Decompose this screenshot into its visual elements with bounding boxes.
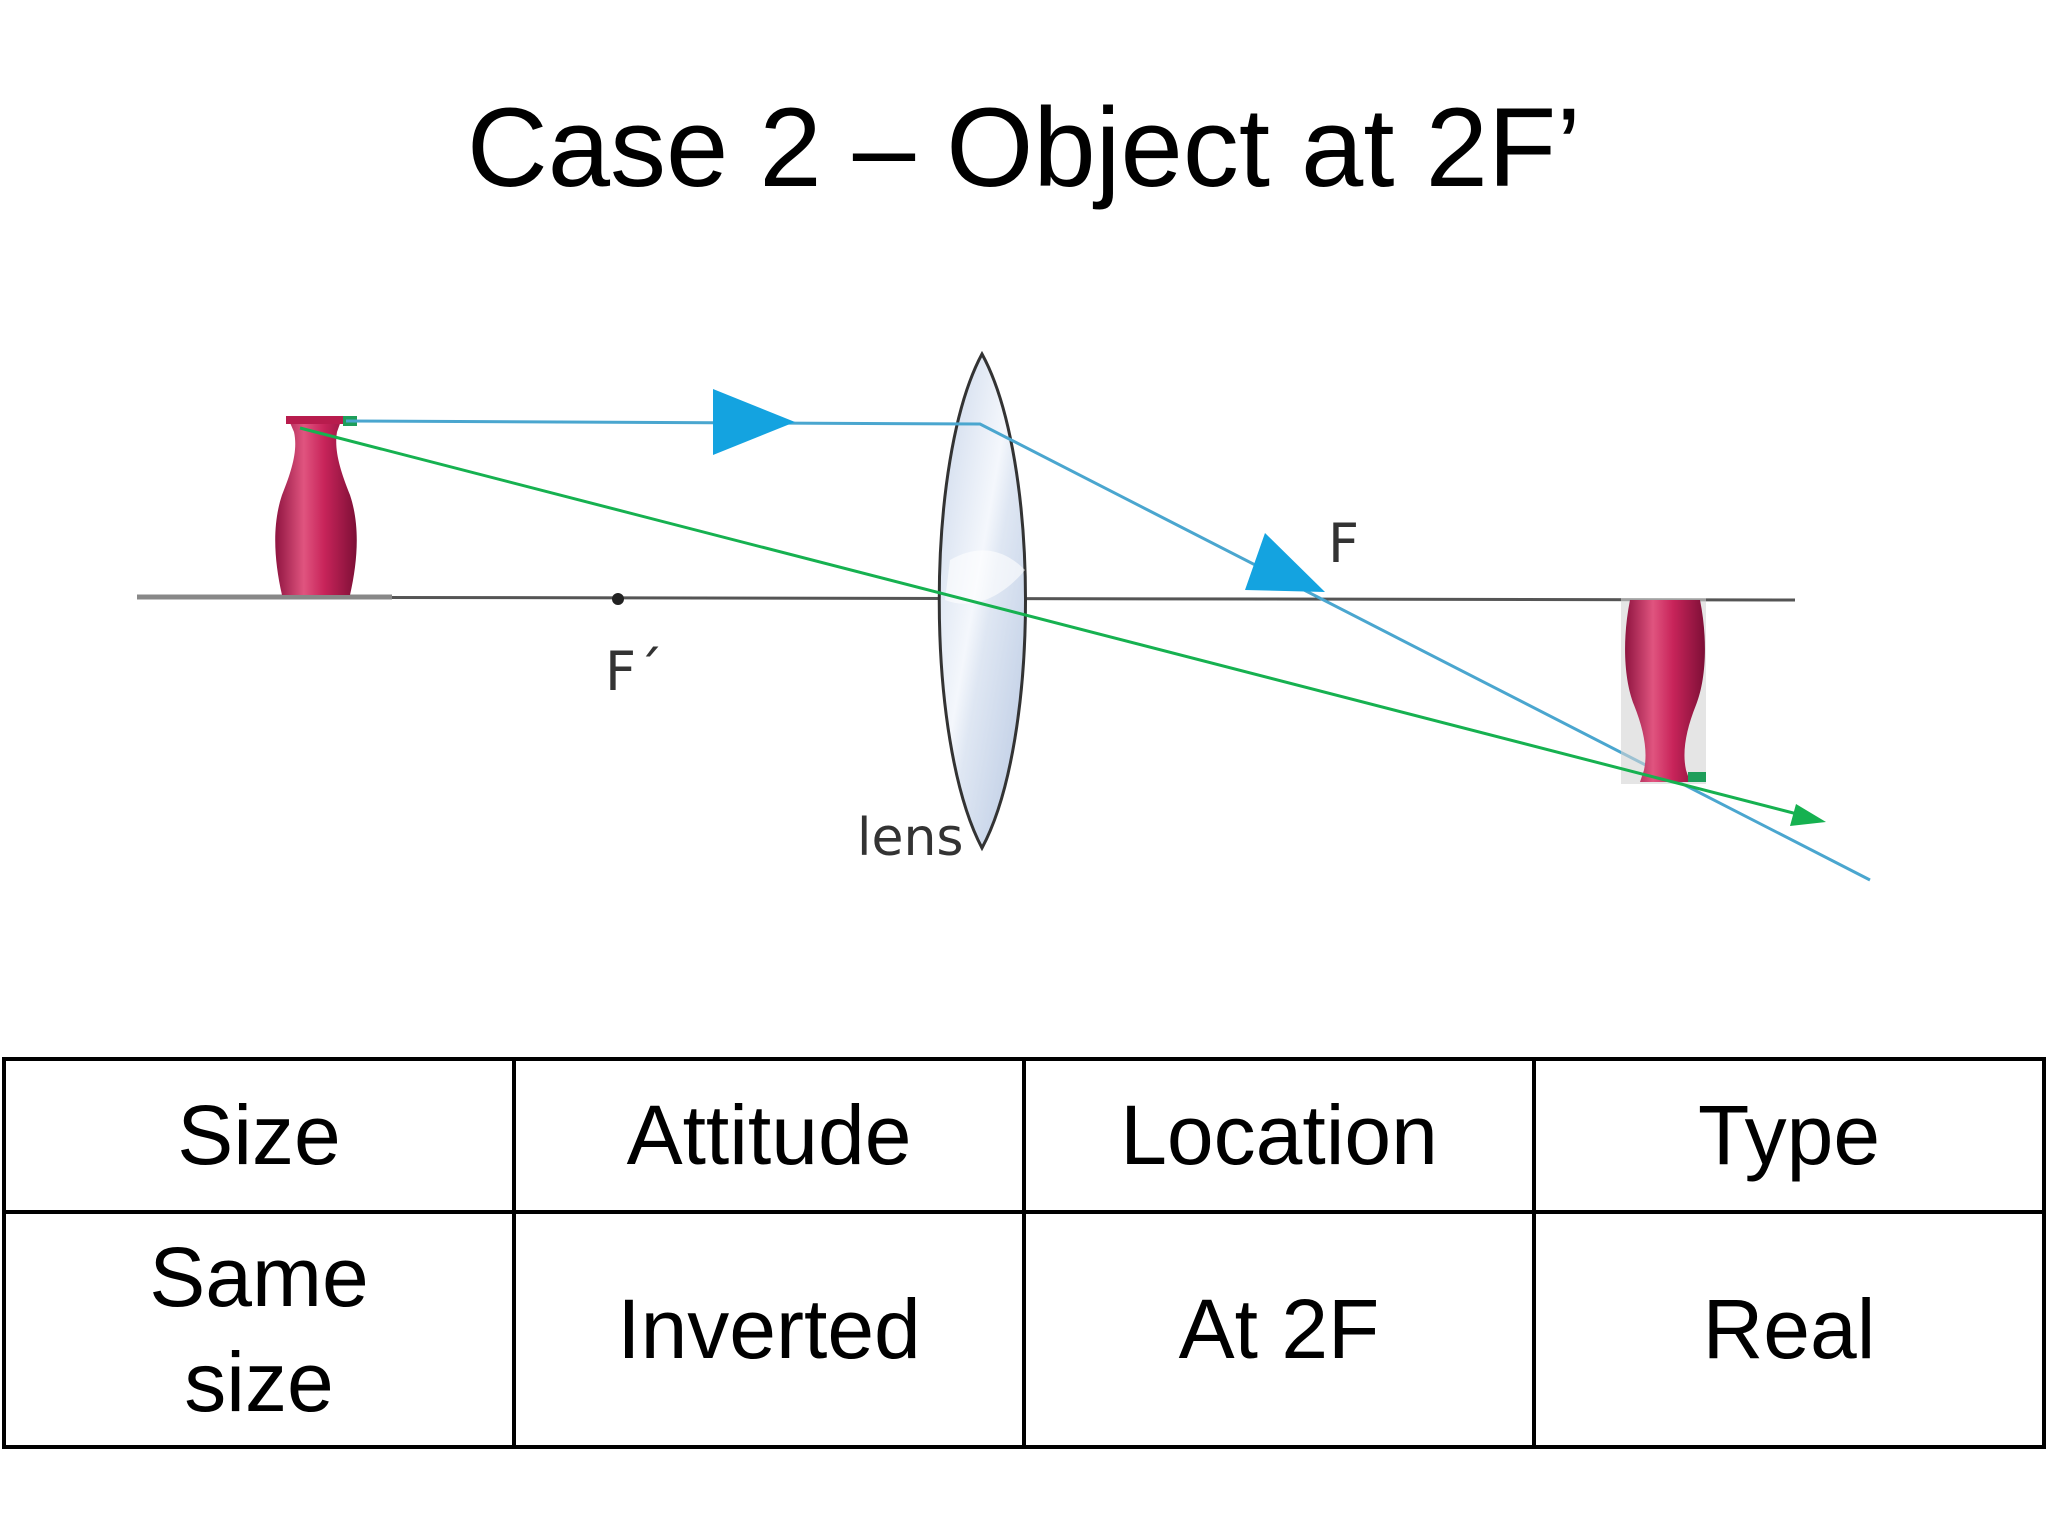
value-type: Real	[1532, 1210, 2046, 1449]
table-header-row: Size Attitude Location Type	[2, 1057, 2046, 1214]
ray-arrowhead-1	[713, 389, 795, 455]
central-ray	[299, 426, 1826, 826]
object-vase	[275, 416, 357, 595]
image-vase-inverted	[1621, 598, 1706, 784]
image-properties-table: Size Attitude Location Type Same size In…	[2, 1057, 2046, 1449]
ray-arrowhead-2	[1245, 533, 1325, 592]
table-value-row: Same size Inverted At 2F Real	[2, 1210, 2046, 1449]
focal-label-right: F	[1328, 512, 1359, 575]
value-size-line1: Same	[149, 1229, 369, 1324]
value-location: At 2F	[1022, 1210, 1536, 1449]
convex-lens	[937, 350, 1027, 852]
parallel-ray	[345, 389, 1871, 882]
header-location: Location	[1022, 1057, 1536, 1214]
slide-title: Case 2 – Object at 2F’	[466, 85, 1582, 210]
ray-diagram: F´ lens F	[136, 350, 1871, 882]
header-type: Type	[1532, 1057, 2046, 1214]
focal-label-left: F´	[605, 640, 663, 703]
central-ray-arrowhead	[1790, 804, 1826, 826]
lens-label: lens	[857, 808, 964, 868]
header-size: Size	[2, 1057, 516, 1214]
value-size-line2: size	[184, 1334, 334, 1429]
value-size: Same size	[2, 1210, 516, 1449]
value-attitude: Inverted	[512, 1210, 1026, 1449]
focal-point-left-dot	[612, 593, 624, 605]
header-attitude: Attitude	[512, 1057, 1026, 1214]
